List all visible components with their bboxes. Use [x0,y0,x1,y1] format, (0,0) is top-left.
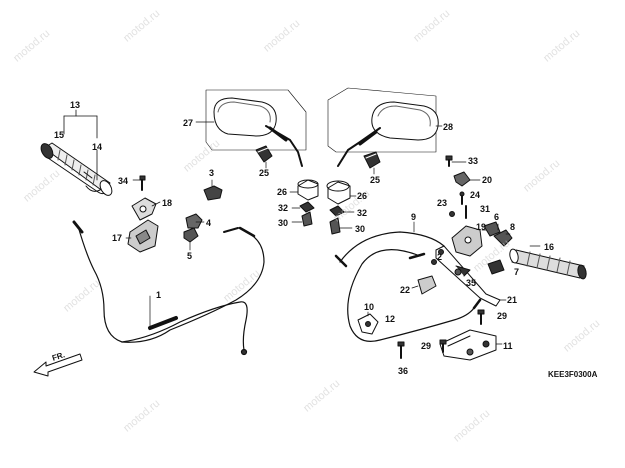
callout-14: 14 [92,142,103,152]
callout-28: 28 [443,122,454,132]
cable-9 [334,221,445,268]
callout-29-left: 29 [421,341,432,351]
right-small-parts [445,155,481,219]
callout-12: 12 [385,314,396,324]
front-arrow-icon [33,353,83,377]
callout-19: 19 [476,222,487,232]
diagram-code: KEE3F0300A [548,370,598,379]
callout-25-left: 25 [259,168,270,178]
left-switch-housing [125,197,161,253]
adjuster-right [326,180,357,235]
left-mirror [195,89,307,167]
part-4-5 [183,213,205,251]
adjuster-left [289,179,319,227]
boot-25-right [363,151,381,175]
right-mirror [327,87,443,167]
callout-20: 20 [482,175,493,185]
bracket-22 [411,275,437,295]
callout-7: 7 [514,267,520,277]
callout-32-left: 32 [278,203,289,213]
nut-2-35 [431,259,462,276]
cable-1 [72,220,265,356]
callout-18: 18 [162,198,173,208]
callout-24: 24 [470,190,481,200]
brake-lever-right [435,245,507,307]
callout-34: 34 [118,176,129,186]
part-10 [357,311,379,335]
bolt-29 [439,309,485,353]
callout-23: 23 [437,198,448,208]
callout-35: 35 [466,278,477,288]
callout-3: 3 [209,168,215,178]
cable-12 [347,249,482,342]
callout-15: 15 [54,130,65,140]
callout-9: 9 [411,212,417,222]
callout-5: 5 [187,251,193,261]
callout-31: 31 [480,204,491,214]
switch-6-8 [487,223,513,275]
callout-22: 22 [400,285,411,295]
callout-30-right: 30 [355,224,366,234]
callout-36: 36 [398,366,409,376]
callout-27: 27 [183,118,194,128]
right-grip [509,245,587,280]
callout-16: 16 [544,242,555,252]
callout-2: 2 [437,252,443,262]
callout-25-right: 25 [370,175,381,185]
callout-8: 8 [510,222,516,232]
boot-25-left [255,145,273,169]
right-lever-housing [451,221,501,257]
callout-1: 1 [156,290,162,300]
callout-26-left: 26 [277,187,288,197]
callout-29-right: 29 [497,311,508,321]
callout-13: 13 [70,100,81,110]
screw-36 [397,341,405,359]
callout-6: 6 [494,212,500,222]
callout-33: 33 [468,156,479,166]
callout-4: 4 [206,218,212,228]
callout-30-left: 30 [278,218,289,228]
part-3 [203,179,223,201]
callout-26-right: 26 [357,191,368,201]
callout-17: 17 [112,233,123,243]
screw-34 [132,175,146,191]
callout-11: 11 [503,341,513,351]
part-11 [439,329,503,361]
left-grip [40,142,113,196]
callout-bracket-13 [63,109,98,181]
callout-21: 21 [507,295,518,305]
callout-10: 10 [364,302,375,312]
callout-32-right: 32 [357,208,368,218]
